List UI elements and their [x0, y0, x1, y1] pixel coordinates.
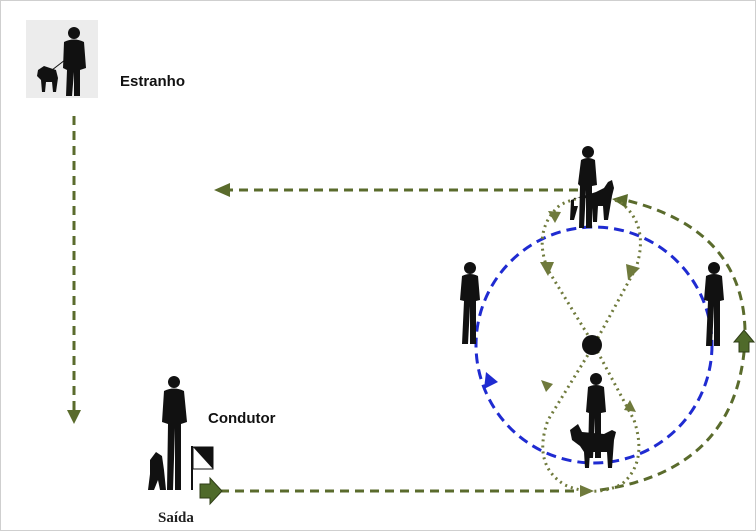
top-person-with-dog-icon: [570, 146, 614, 228]
up-arrow-icon: [732, 329, 756, 353]
return-path: [214, 183, 578, 197]
handler-label: Condutor: [208, 410, 276, 427]
stranger-figure-icon: [26, 20, 98, 98]
right-person-icon: [704, 262, 724, 346]
start-label: Saída: [158, 510, 194, 526]
checkered-flag-icon: [191, 446, 214, 490]
handler-figure-icon: [148, 376, 187, 490]
bottom-person-with-dog-icon: [570, 373, 616, 468]
stranger-path: [67, 116, 81, 424]
left-person-icon: [460, 262, 480, 344]
right-arrow-icon: [199, 476, 223, 506]
figure-eight-path: [540, 195, 642, 493]
start-path: [220, 485, 594, 497]
stranger-label: Estranho: [120, 73, 185, 90]
center-dot-icon: [582, 335, 602, 355]
figure-eight-arrows: [540, 211, 640, 412]
